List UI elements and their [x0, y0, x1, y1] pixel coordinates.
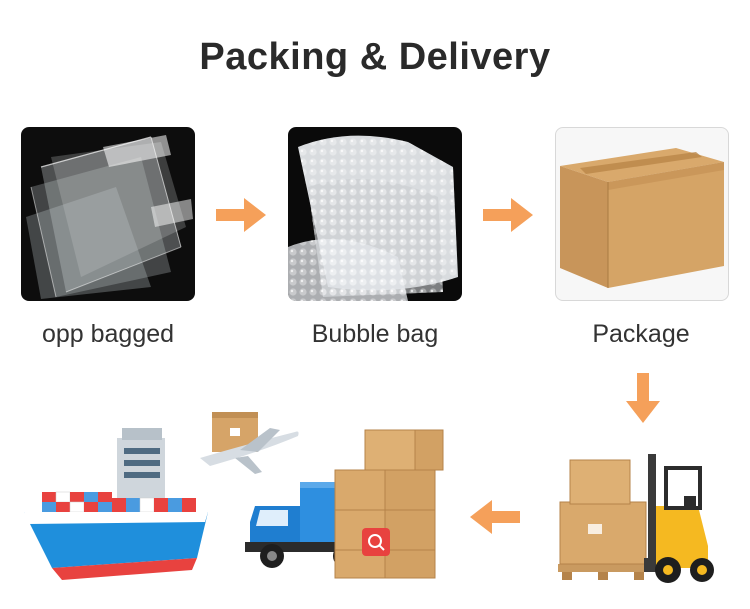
arrow-right-icon [483, 198, 533, 232]
forklift-icon [548, 446, 718, 586]
cargo-ship-icon [22, 408, 212, 588]
arrow-down-icon [626, 373, 660, 423]
page-title: Packing & Delivery [0, 36, 750, 79]
step-label-bubble-bag: Bubble bag [265, 320, 485, 349]
arrow-left-icon [470, 500, 520, 534]
step-label-package: Package [531, 320, 750, 349]
arrow-right-icon [216, 198, 266, 232]
bubble-wrap-image [288, 127, 462, 301]
opp-bag-image [21, 127, 195, 301]
delivery-truck-icon [200, 410, 445, 580]
cardboard-box-image [555, 127, 729, 301]
step-label-opp-bagged: opp bagged [0, 320, 218, 349]
